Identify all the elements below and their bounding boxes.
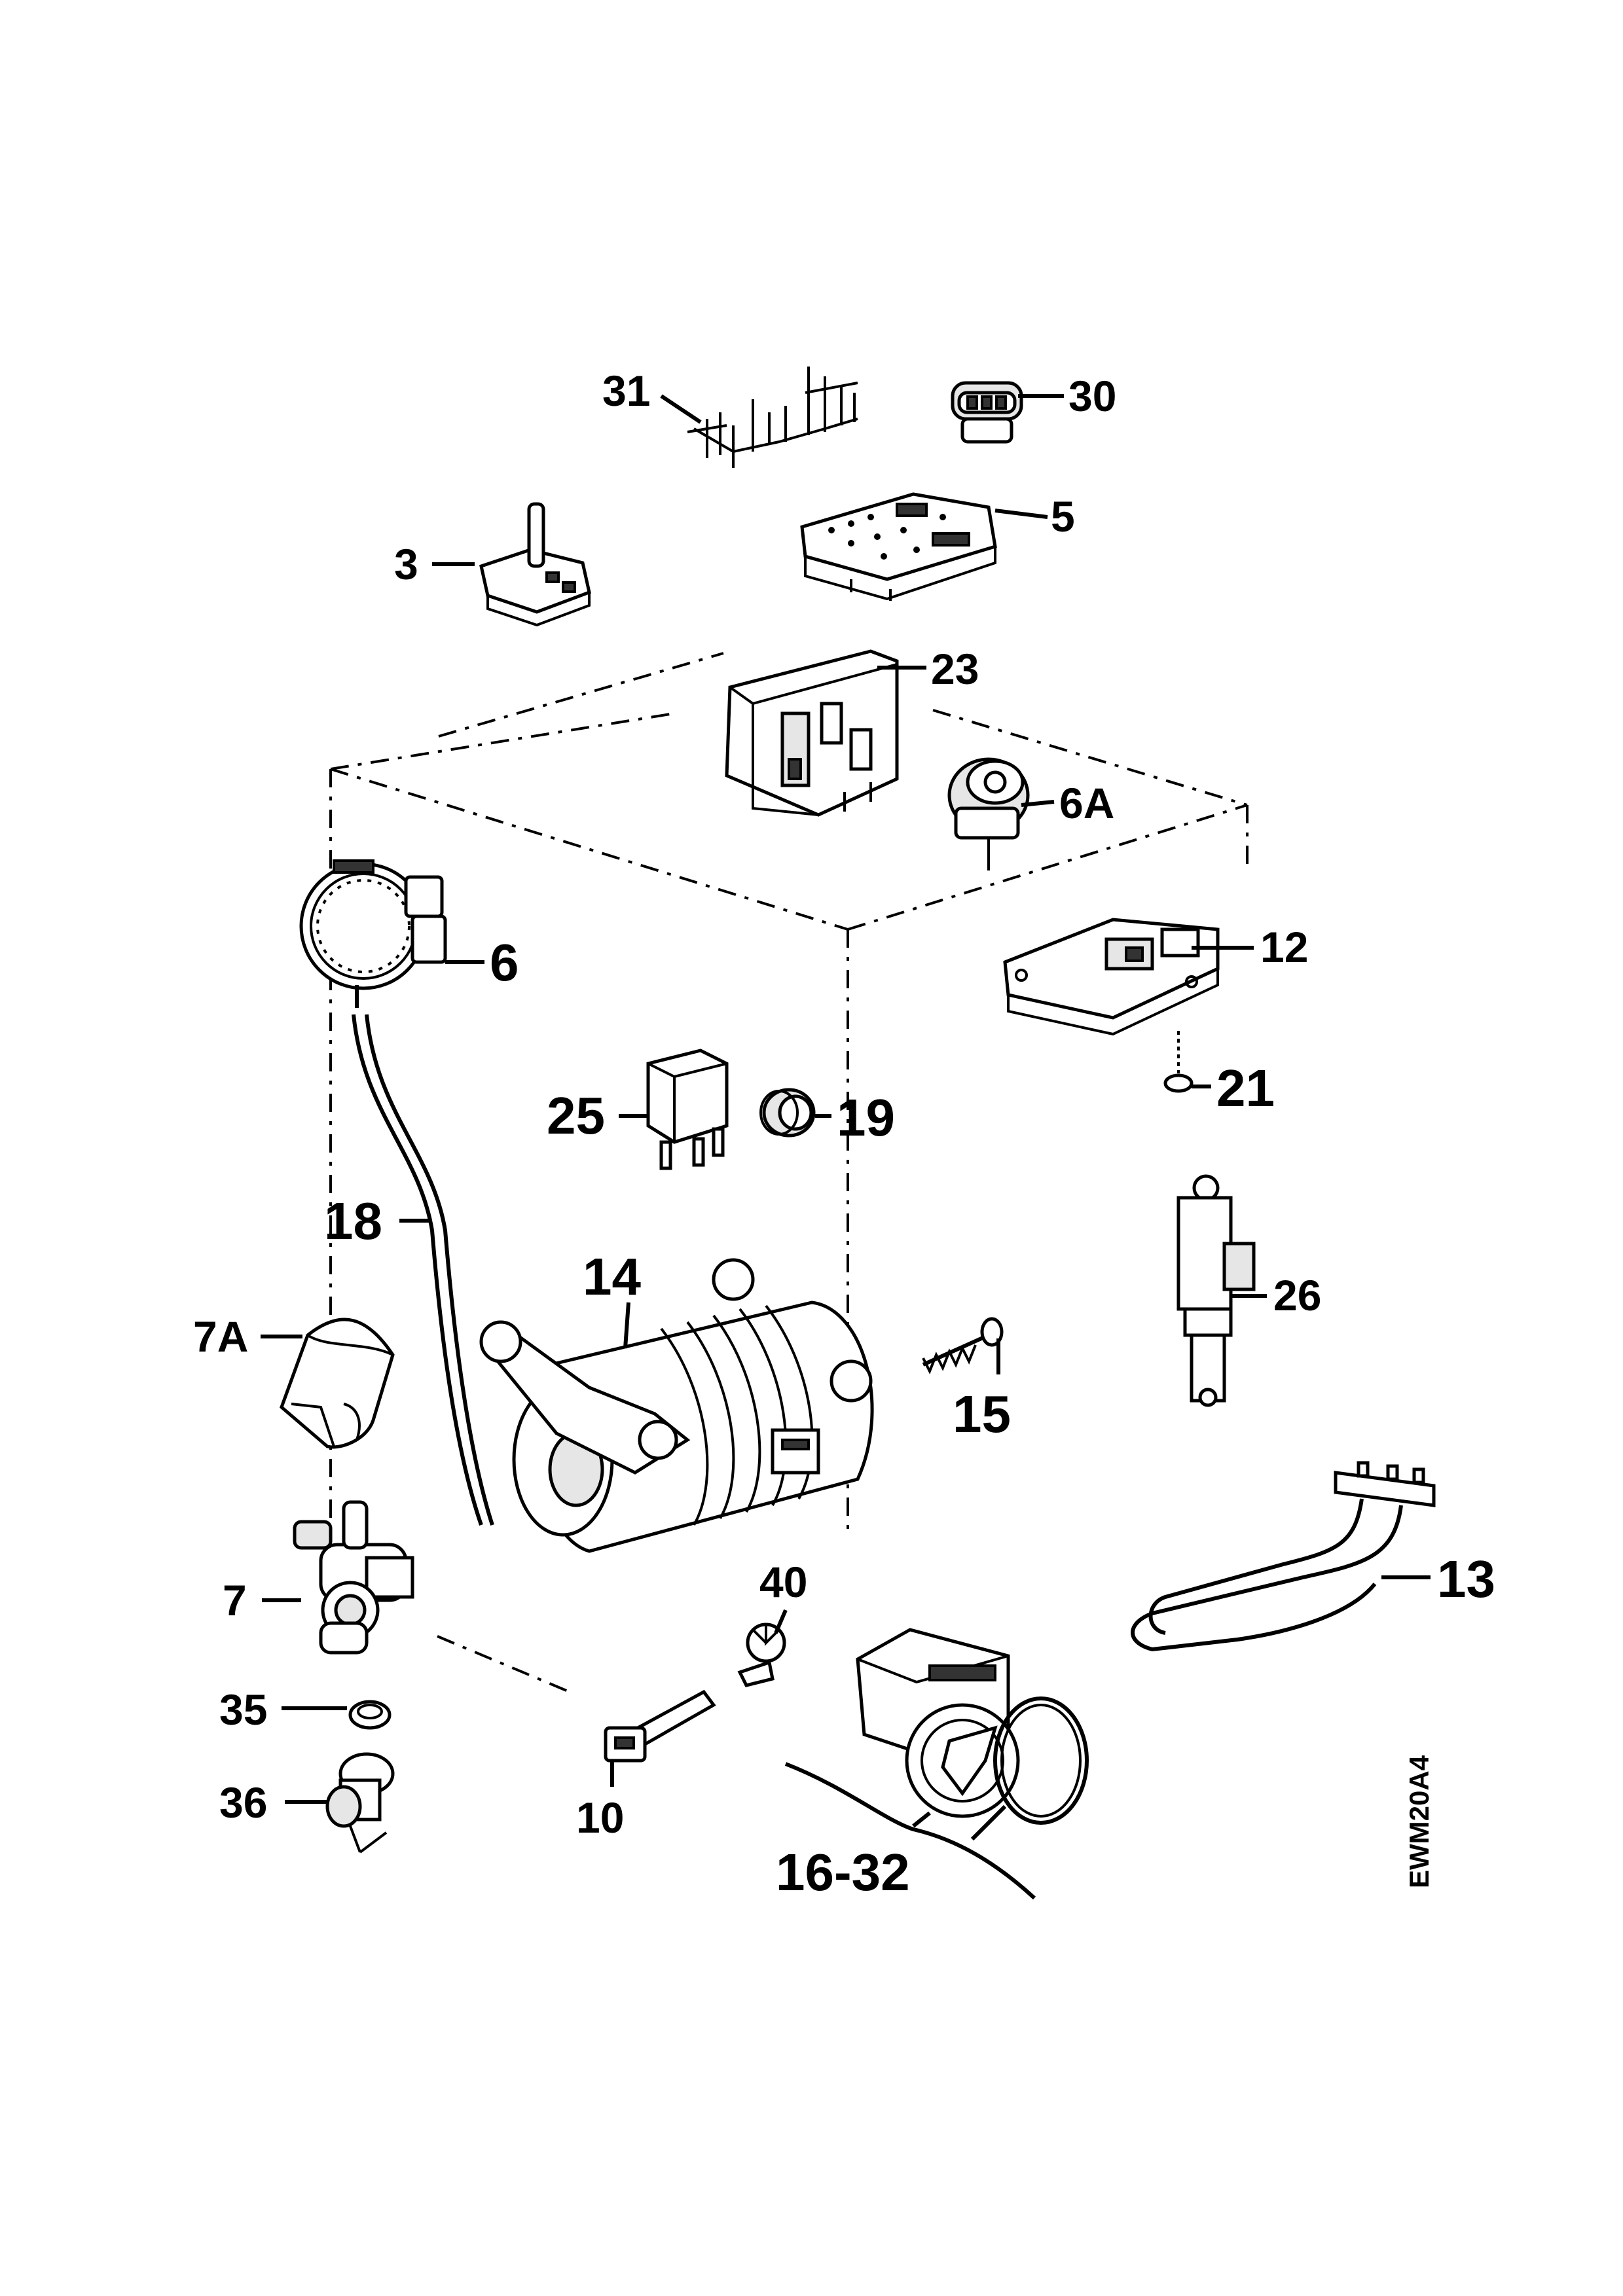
part-label-40: 40 xyxy=(759,1558,807,1606)
part-label-18: 18 xyxy=(324,1192,382,1250)
part-label-14: 14 xyxy=(583,1247,641,1306)
part-label-26: 26 xyxy=(1273,1271,1321,1319)
part-label-10: 10 xyxy=(576,1793,624,1842)
part-label-3: 3 xyxy=(394,540,418,588)
part-10-sensor xyxy=(604,1689,716,1763)
part-40-clip xyxy=(737,1623,786,1687)
part-label-5: 5 xyxy=(1051,492,1075,541)
part-label-30: 30 xyxy=(1068,372,1116,420)
part-label-7: 7 xyxy=(223,1576,247,1624)
part-19-grommet xyxy=(759,1088,816,1138)
part-6A-pressure-switch xyxy=(947,757,1030,870)
part-label-25: 25 xyxy=(547,1086,605,1145)
part-7-inlet-valve xyxy=(293,1500,414,1655)
part-7A-cover xyxy=(280,1318,395,1449)
part-15-bolt xyxy=(922,1317,1004,1374)
part-label-12: 12 xyxy=(1260,923,1308,971)
part-label-23: 23 xyxy=(931,645,979,693)
leader-lines xyxy=(261,394,1431,1841)
part-16-32-drain-pump xyxy=(784,1628,1089,1900)
part-label-31: 31 xyxy=(602,367,650,415)
part-label-21: 21 xyxy=(1216,1059,1275,1117)
part-14-motor xyxy=(479,1258,874,1553)
part-3-selector-switch xyxy=(479,502,591,627)
part-31-wire-harness xyxy=(687,367,858,468)
part-label-36: 36 xyxy=(219,1778,267,1827)
part-label-13: 13 xyxy=(1437,1550,1495,1608)
part-18-hose xyxy=(352,1014,494,1526)
part-label-6: 6 xyxy=(490,933,519,992)
part-6-timer xyxy=(299,859,447,1008)
part-35-ring xyxy=(348,1700,392,1730)
part-5-control-board xyxy=(800,492,997,601)
part-21-screw xyxy=(1163,1031,1194,1093)
part-label-15: 15 xyxy=(953,1385,1011,1443)
part-label-16-32: 16-32 xyxy=(776,1843,910,1901)
part-12-door-lock xyxy=(1003,918,1220,1036)
part-25-relay xyxy=(646,1049,729,1170)
part-30-component xyxy=(951,381,1023,444)
part-labels: 31 30 5 3 23 6A 6 12 21 25 19 18 14 26 7… xyxy=(193,367,1495,1901)
drawing-code: EWM20A4 xyxy=(1404,1755,1434,1888)
part-label-7A: 7A xyxy=(193,1312,248,1361)
part-label-19: 19 xyxy=(837,1088,895,1147)
part-label-35: 35 xyxy=(219,1685,267,1734)
part-26-filter xyxy=(1176,1174,1256,1407)
part-23-board-housing xyxy=(725,649,899,817)
part-label-6A: 6A xyxy=(1059,779,1114,827)
part-36-connector xyxy=(325,1752,395,1854)
part-13-heater xyxy=(1131,1461,1436,1652)
